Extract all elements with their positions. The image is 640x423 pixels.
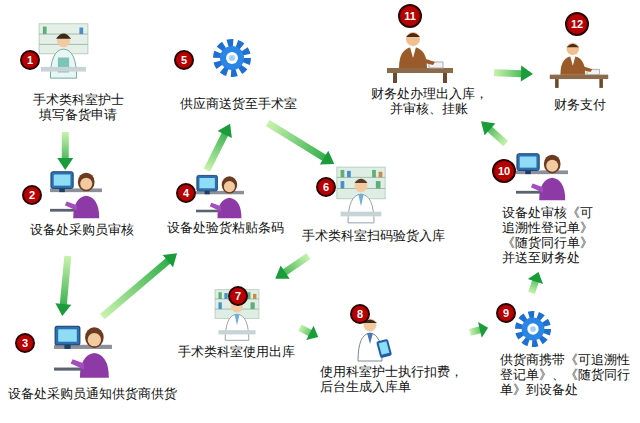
flow-arrow xyxy=(481,121,506,143)
pharmacist-icon xyxy=(337,167,385,223)
flow-arrow xyxy=(275,256,308,279)
callout-number: 5 xyxy=(174,50,194,70)
step-label: 设备处采购员审核 xyxy=(17,222,147,237)
arrow-head xyxy=(320,151,334,165)
arrow-head xyxy=(481,121,495,135)
finance-icon xyxy=(387,32,453,83)
arrow-head xyxy=(55,303,71,316)
step-label: 使用科室护士执行扣费， 后台生成入库单 xyxy=(320,364,466,394)
flow-arrow xyxy=(57,132,73,170)
arrow-shaft xyxy=(102,260,168,316)
process-step: 2 设备处采购员审核 xyxy=(12,172,152,254)
staff-icon xyxy=(54,326,112,378)
arrow-head xyxy=(306,326,318,340)
callout-number: 7 xyxy=(228,286,248,306)
gear-icon xyxy=(217,43,247,73)
process-step: 12 财务支付 xyxy=(535,8,627,118)
step-label: 手术类科室扫码验货入库 xyxy=(298,228,448,243)
callout-number: 2 xyxy=(22,185,42,205)
step-label: 财务处办理出入库， 并审核、挂账 xyxy=(368,86,490,116)
process-step: 4 设备处验货粘贴条码 xyxy=(158,172,295,252)
flow-arrow xyxy=(528,272,543,293)
process-step: 5 供应商送货至手术室 xyxy=(168,32,308,122)
process-step: 10 设备处审核《可 追溯性登记单》 《随货同行单》 并送至财务处 xyxy=(488,145,616,270)
doctor-icon xyxy=(358,319,392,362)
step-label: 设备处采购员通知供货商供货 xyxy=(6,386,178,401)
process-step: 6 手术类科室扫码验货入库 xyxy=(298,165,450,255)
process-step: 9 供货商携带《可追溯性 登记单》、《随货同行 单》到设备处 xyxy=(490,295,636,403)
arrow-shaft xyxy=(300,328,311,334)
flow-arrow xyxy=(300,326,318,340)
flow-arrow xyxy=(268,123,335,164)
callout-number: 6 xyxy=(316,177,336,197)
flow-arrow xyxy=(494,66,533,82)
arrow-head xyxy=(528,272,543,284)
arrow-shaft xyxy=(284,256,308,273)
arrow-shaft xyxy=(207,134,225,171)
arrow-head xyxy=(521,66,533,82)
arrow-head xyxy=(478,322,488,338)
arrow-shaft xyxy=(494,69,522,77)
arrow-shaft xyxy=(489,129,505,144)
arrow-shaft xyxy=(532,280,536,293)
callout-number: 3 xyxy=(15,333,35,353)
process-step: 1 手术类科室护士 填写备货申请 xyxy=(10,12,145,130)
step-label: 设备处审核《可 追溯性登记单》 《随货同行单》 并送至财务处 xyxy=(502,205,596,265)
staff-icon xyxy=(516,154,568,200)
arrow-shaft xyxy=(470,330,481,333)
callout-number: 12 xyxy=(565,12,589,36)
nurse-icon xyxy=(39,24,88,78)
arrow-head xyxy=(275,265,289,278)
step-label: 手术类科室使用出库 xyxy=(176,344,296,359)
callout-number: 1 xyxy=(20,50,40,70)
process-step: 11 财务处办理出入库， 并审核、挂账 xyxy=(368,2,492,120)
finance-icon xyxy=(550,43,608,88)
callout-number: 11 xyxy=(398,4,422,28)
staff-icon xyxy=(196,175,244,218)
flow-arrow xyxy=(207,124,232,170)
process-step: 8 使用科室护士执行扣费， 后台生成入库单 xyxy=(320,296,468,401)
flow-arrow xyxy=(55,256,71,316)
step-label: 供应商送货至手术室 xyxy=(173,96,303,111)
process-step: 3 设备处采购员通知供货商供货 xyxy=(4,318,180,410)
step-label: 财务支付 xyxy=(535,97,625,112)
step-label: 设备处验货粘贴条码 xyxy=(158,220,293,235)
arrow-shaft xyxy=(62,132,69,159)
arrow-shaft xyxy=(63,256,68,305)
step-label: 手术类科室护士 填写备货申请 xyxy=(30,92,126,122)
arrow-head xyxy=(57,158,73,170)
arrow-head xyxy=(163,253,177,267)
gear-icon xyxy=(519,315,548,344)
arrow-head xyxy=(218,124,232,138)
flow-arrow xyxy=(102,253,177,316)
callout-number: 4 xyxy=(176,183,196,203)
staff-icon xyxy=(50,172,102,218)
callout-number: 10 xyxy=(492,159,516,183)
callout-number: 8 xyxy=(350,304,370,324)
flow-arrow xyxy=(470,322,488,338)
callout-number: 9 xyxy=(496,303,516,323)
process-step: 7 手术类科室使用出库 xyxy=(176,280,298,365)
arrow-shaft xyxy=(268,123,325,158)
step-label: 供货商携带《可追溯性 登记单》、《随货同行 单》到设备处 xyxy=(500,352,632,397)
